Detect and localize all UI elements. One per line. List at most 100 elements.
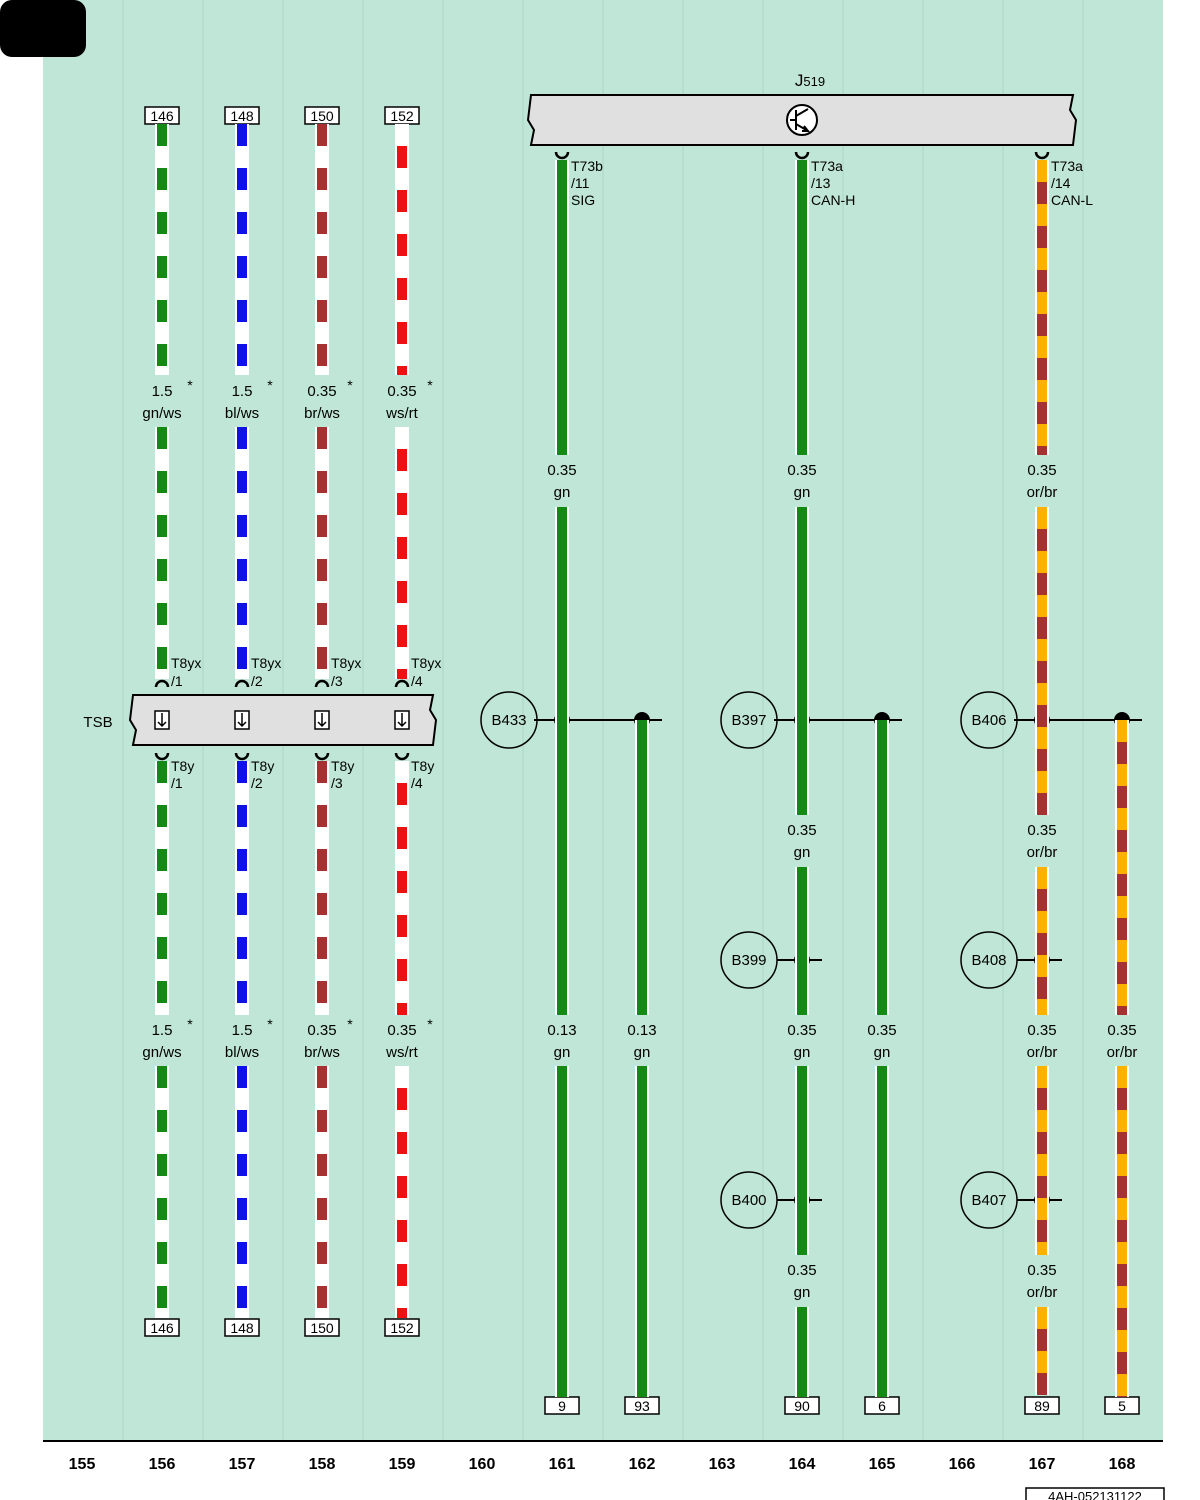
wire-label-167-lower-color: or/br xyxy=(1027,1044,1058,1061)
wire-159-label-lower-star: * xyxy=(427,1016,433,1032)
wire-156-tsb-bottom-conn: T8y xyxy=(171,758,194,774)
wire-label-164-mid1-size: 0.35 xyxy=(787,462,816,479)
tsb-body xyxy=(128,694,438,746)
wire-164-segment xyxy=(797,160,807,455)
wire-label-164-lower-color: gn xyxy=(794,1044,811,1061)
wire-156-tsb-bottom-pin: /1 xyxy=(171,775,183,791)
wire-157-label-upper-size: 1.5 xyxy=(232,383,253,400)
j519-pin-conn-164: T73a xyxy=(811,158,843,174)
wire-label-164-mid2-size: 0.35 xyxy=(787,822,816,839)
wire-156-seg3 xyxy=(157,761,167,1015)
wire-158-seg2 xyxy=(317,427,327,679)
wire-161-segment xyxy=(557,1066,567,1397)
wire-label-165-lower-color: gn xyxy=(874,1044,891,1061)
splice-B407-label: B407 xyxy=(971,1192,1006,1209)
column-number: 167 xyxy=(1029,1456,1056,1473)
column-number: 158 xyxy=(309,1456,336,1473)
bottom-ref-168-label: 5 xyxy=(1118,1398,1126,1414)
splice-B397-label: B397 xyxy=(731,712,766,729)
wire-162-segment xyxy=(637,1066,647,1397)
wire-157-bottom-ref xyxy=(224,1318,260,1337)
wire-label-168-lower-color: or/br xyxy=(1107,1044,1138,1061)
wire-158-seg1 xyxy=(317,124,327,375)
wire-164-segment xyxy=(797,1066,807,1255)
j519-pin-number-167: /14 xyxy=(1051,175,1071,191)
wire-156-bottom-ref xyxy=(144,1318,180,1337)
wire-157-tsb-bottom-conn: T8y xyxy=(251,758,274,774)
wire-157-hook-top xyxy=(234,679,250,688)
wire-165-segment xyxy=(877,1066,887,1397)
tsb-label: TSB xyxy=(83,714,112,731)
column-number: 166 xyxy=(949,1456,976,1473)
wire-159-label-upper-color: ws/rt xyxy=(385,405,418,422)
wire-159-seg2 xyxy=(397,427,407,679)
wire-157-tsb-top-conn: T8yx xyxy=(251,655,281,671)
wire-label-162-lower-color: gn xyxy=(634,1044,651,1061)
wire-157-label-upper-color: bl/ws xyxy=(225,405,259,422)
wire-156-tsb-top-conn: T8yx xyxy=(171,655,201,671)
wire-167-segment xyxy=(1037,867,1047,1015)
column-number: 165 xyxy=(869,1456,896,1473)
wire-157-seg1 xyxy=(237,124,247,375)
j519-title-sub: 519 xyxy=(803,74,825,89)
wire-158-label-lower-color: br/ws xyxy=(304,1044,340,1061)
wire-label-164-mid1-color: gn xyxy=(794,484,811,501)
splice-B408-label: B408 xyxy=(971,952,1006,969)
wire-159-pin-arrow xyxy=(397,713,407,728)
wire-156-label-upper-star: * xyxy=(187,377,193,393)
wire-label-167-bottom-color: or/br xyxy=(1027,1284,1058,1301)
splice-B399-label: B399 xyxy=(731,952,766,969)
wire-158-label-upper-size: 0.35 xyxy=(307,383,336,400)
wire-157-tsb-bottom-pin: /2 xyxy=(251,775,263,791)
wire-label-167-lower-size: 0.35 xyxy=(1027,1022,1056,1039)
bottom-ref-167-label: 89 xyxy=(1034,1398,1050,1414)
column-number: 164 xyxy=(789,1456,816,1473)
wire-157-hook-bottom xyxy=(234,752,250,761)
wire-label-164-lower-size: 0.35 xyxy=(787,1022,816,1039)
wire-158-bottom-ref xyxy=(304,1318,340,1337)
wire-label-167-mid2-size: 0.35 xyxy=(1027,822,1056,839)
wire-label-161-lower-color: gn xyxy=(554,1044,571,1061)
wire-156-hook-bottom xyxy=(154,752,170,761)
wire-157-seg4 xyxy=(237,1066,247,1318)
wire-156-label-lower-color: gn/ws xyxy=(142,1044,181,1061)
j519-pin-signal-167: CAN-L xyxy=(1051,192,1093,208)
wire-label-164-bottom-size: 0.35 xyxy=(787,1262,816,1279)
wire-164-segment xyxy=(797,1307,807,1397)
wire-158-top-ref-label: 150 xyxy=(310,108,334,124)
components xyxy=(128,94,1142,1415)
bottom-ref-164-label: 90 xyxy=(794,1398,810,1414)
wire-157-label-lower-size: 1.5 xyxy=(232,1022,253,1039)
wire-158-seg3 xyxy=(317,761,327,1015)
wire-159-top-ref-label: 152 xyxy=(390,108,414,124)
j519-pin-hook-164 xyxy=(794,151,810,160)
column-number: 159 xyxy=(389,1456,416,1473)
wire-label-165-lower-size: 0.35 xyxy=(867,1022,896,1039)
wire-158-label-lower-size: 0.35 xyxy=(307,1022,336,1039)
wire-156-label-lower-size: 1.5 xyxy=(152,1022,173,1039)
wire-162-segment xyxy=(637,720,647,1015)
bottom-ref-161-label: 9 xyxy=(558,1398,566,1414)
transistor-icon-symbol xyxy=(790,108,811,132)
wire-158-seg4 xyxy=(317,1066,327,1318)
wire-157-seg3 xyxy=(237,761,247,1015)
wire-158-pin-arrow xyxy=(317,713,327,728)
column-number: 162 xyxy=(629,1456,656,1473)
splice-B400-label: B400 xyxy=(731,1192,766,1209)
j519-pin-conn-161: T73b xyxy=(571,158,603,174)
wire-157-top-ref-label: 148 xyxy=(230,108,254,124)
wire-157-pin-arrow xyxy=(237,713,247,728)
wire-159-bottom-ref-label: 152 xyxy=(390,1320,414,1336)
wire-label-167-mid2-color: or/br xyxy=(1027,844,1058,861)
wire-157-bottom-ref-label: 148 xyxy=(230,1320,254,1336)
bottom-ref-162-label: 93 xyxy=(634,1398,650,1414)
wire-156-seg4 xyxy=(157,1066,167,1318)
column-number: 161 xyxy=(549,1456,576,1473)
column-number: 168 xyxy=(1109,1456,1136,1473)
column-number: 163 xyxy=(709,1456,736,1473)
wire-159-label-upper-star: * xyxy=(427,377,433,393)
wire-159-seg1 xyxy=(397,124,407,375)
wire-157-label-lower-star: * xyxy=(267,1016,273,1032)
doc-code-box xyxy=(1025,1487,1165,1500)
